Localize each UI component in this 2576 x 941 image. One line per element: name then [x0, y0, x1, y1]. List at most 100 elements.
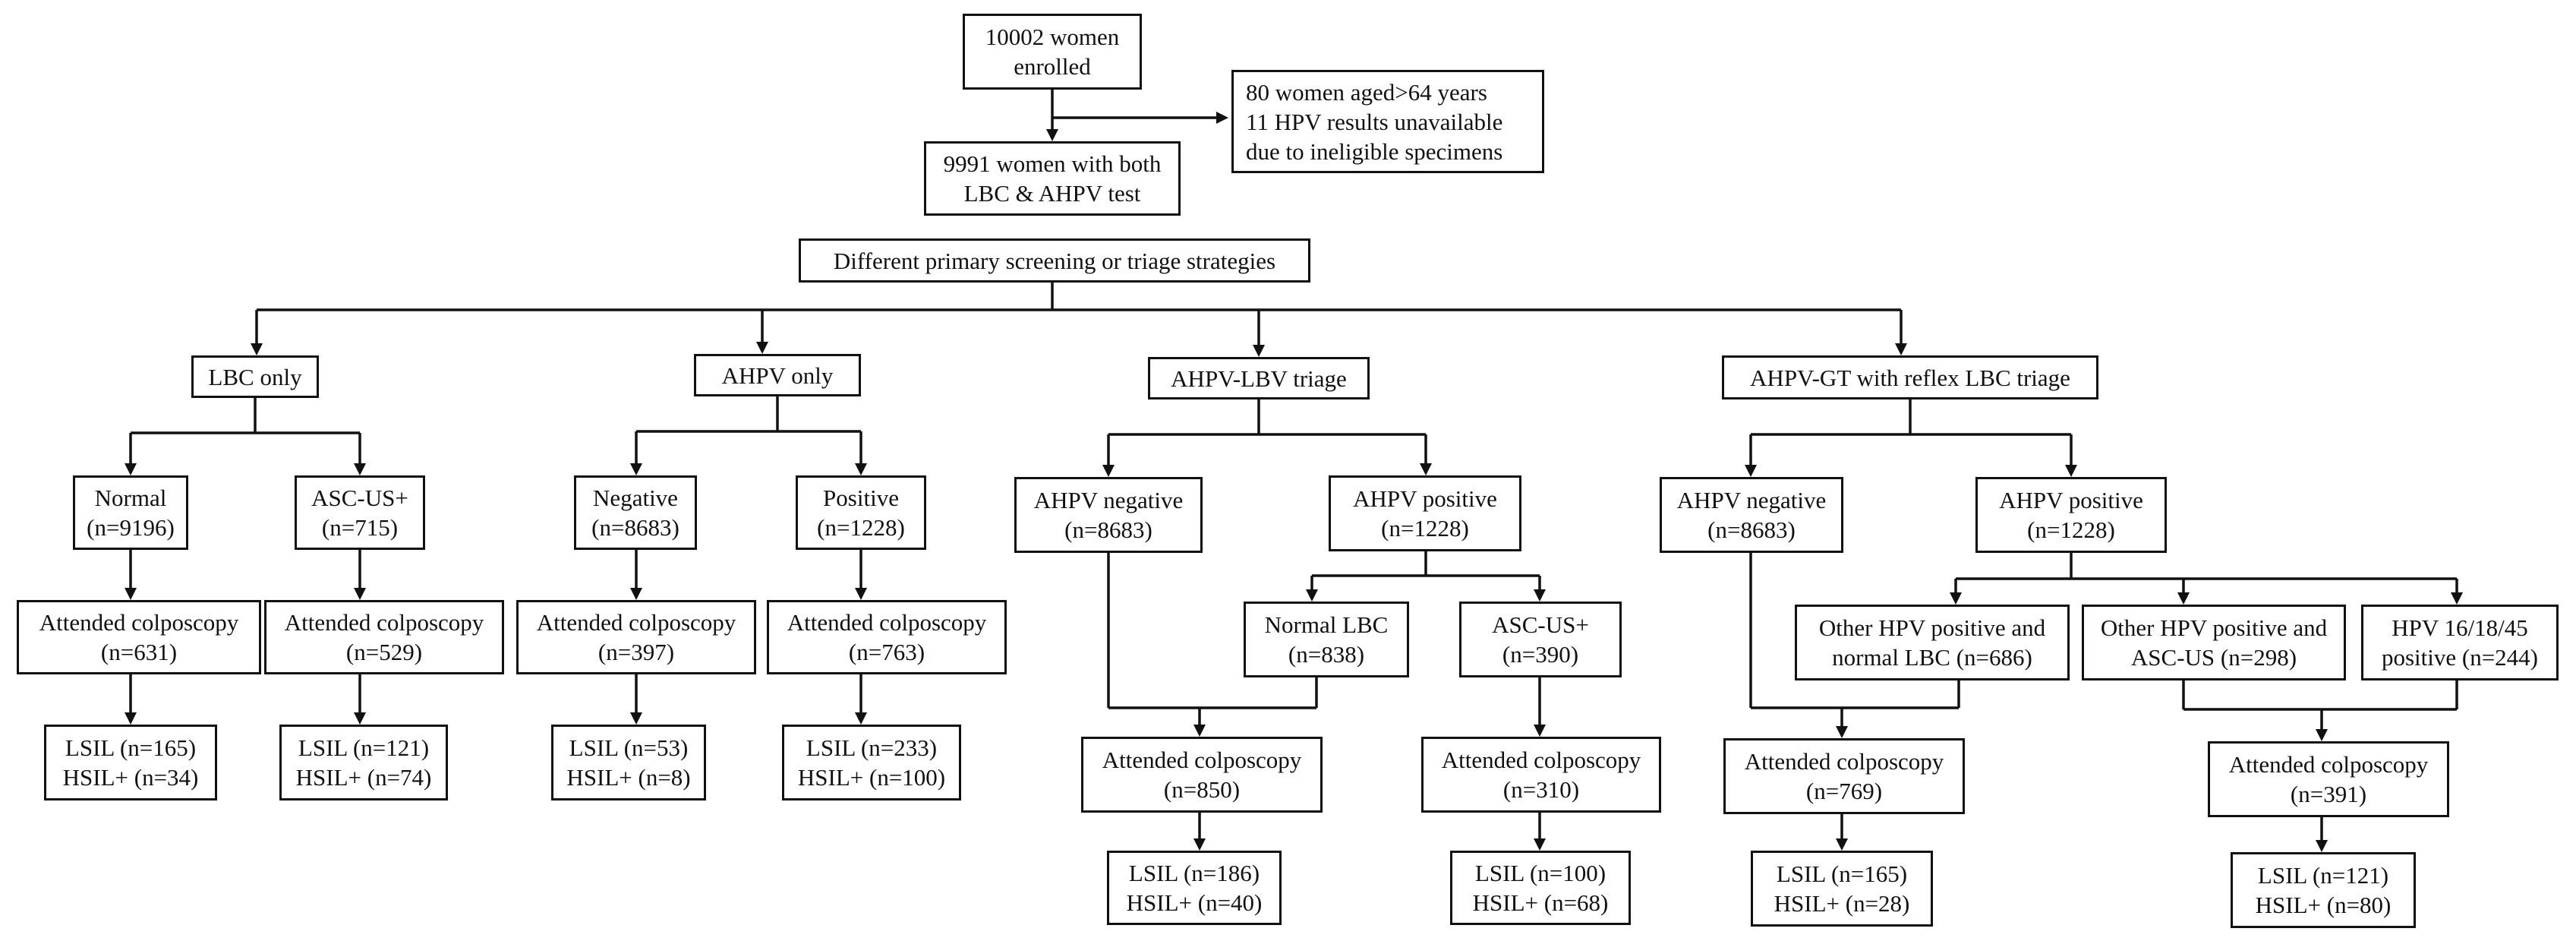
- arrowhead-icon: [1534, 589, 1546, 602]
- lbc-normal-result-line-1: LSIL (n=165): [65, 734, 197, 761]
- arrowhead-icon: [855, 712, 867, 725]
- both-tests-box: 9991 women with both LBC & AHPV test: [924, 141, 1181, 216]
- gt-ahpv-negative-box: AHPV negative (n=8683): [1660, 477, 1843, 553]
- ahpv-negative-result-line-2: HSIL+ (n=8): [566, 764, 691, 791]
- ahpv-positive-result-line-2: HSIL+ (n=100): [797, 764, 946, 791]
- ahpv-negative-colposcopy-line-1: Attended colposcopy: [536, 609, 736, 636]
- lbc-normal-result-line-2: HSIL+ (n=34): [62, 764, 199, 791]
- gt-other-hpv-normal-line-2: normal LBC (n=686): [1832, 644, 2032, 671]
- gt-result-a-line-1: LSIL (n=165): [1776, 860, 1908, 887]
- arrowhead-icon: [1745, 465, 1757, 477]
- arrowhead-icon: [2177, 592, 2190, 605]
- lbv-ahpv-negative-line-2: (n=8683): [1064, 516, 1152, 543]
- lbv-colposcopy-b-line-1: Attended colposcopy: [1441, 747, 1641, 773]
- lbc-normal-result-box: LSIL (n=165) HSIL+ (n=34): [44, 725, 217, 800]
- enrolled-box: 10002 women enrolled: [963, 14, 1142, 90]
- gt-ahpv-negative-line-2: (n=8683): [1707, 516, 1796, 543]
- arrowhead-icon: [354, 588, 366, 600]
- arrowhead-icon: [2316, 840, 2328, 852]
- gt-colposcopy-b-box: Attended colposcopy (n=391): [2208, 741, 2449, 817]
- ahpv-negative-result-box: LSIL (n=53) HSIL+ (n=8): [551, 725, 706, 800]
- ahpv-lbv-triage-label: AHPV-LBV triage: [1171, 365, 1347, 392]
- lbv-colposcopy-a-line-2: (n=850): [1163, 776, 1241, 803]
- lbv-result-b-box: LSIL (n=100) HSIL+ (n=68): [1450, 851, 1631, 925]
- lbv-ahpv-positive-line-1: AHPV positive: [1353, 485, 1497, 512]
- lbv-result-b-line-1: LSIL (n=100): [1474, 860, 1606, 886]
- lbc-ascus-result-box: LSIL (n=121) HSIL+ (n=74): [279, 725, 448, 800]
- gt-colposcopy-b-line-1: Attended colposcopy: [2228, 751, 2429, 778]
- gt-result-a-line-2: HSIL+ (n=28): [1774, 890, 1910, 917]
- enrolled-line-2: enrolled: [1014, 53, 1091, 80]
- arrowhead-icon: [2451, 592, 2463, 605]
- ahpv-only-box: AHPV only: [694, 354, 861, 396]
- gt-result-a-box: LSIL (n=165) HSIL+ (n=28): [1751, 851, 1933, 927]
- lbv-result-a-box: LSIL (n=186) HSIL+ (n=40): [1107, 851, 1282, 925]
- excluded-box: 80 women aged>64 years 11 HPV results un…: [1231, 70, 1544, 173]
- lbv-ascus-line-2: (n=390): [1502, 641, 1579, 668]
- arrowhead-icon: [1216, 112, 1228, 124]
- enrolled-line-1: 10002 women: [985, 24, 1120, 50]
- ahpv-negative-line-1: Negative: [593, 485, 678, 511]
- lbc-only-box: LBC only: [191, 355, 319, 398]
- gt-ahpv-positive-box: AHPV positive (n=1228): [1975, 477, 2167, 553]
- arrowhead-icon: [1534, 838, 1546, 851]
- lbv-normal-lbc-box: Normal LBC (n=838): [1244, 602, 1409, 677]
- lbv-normal-lbc-line-1: Normal LBC: [1264, 611, 1389, 638]
- lbv-ahpv-negative-box: AHPV negative (n=8683): [1014, 477, 1203, 553]
- strategies-box: Different primary screening or triage st…: [799, 238, 1310, 283]
- gt-colposcopy-a-box: Attended colposcopy (n=769): [1723, 738, 1965, 814]
- gt-hpv161845-box: HPV 16/18/45 positive (n=244): [2361, 605, 2559, 680]
- lbc-ascus-result-line-2: HSIL+ (n=74): [295, 764, 432, 791]
- both-tests-line-2: LBC & AHPV test: [963, 180, 1141, 207]
- lbv-result-a-line-2: HSIL+ (n=40): [1126, 889, 1263, 916]
- ahpv-gt-triage-label: AHPV-GT with reflex LBC triage: [1750, 364, 2070, 391]
- strategies-label: Different primary screening or triage st…: [833, 247, 1276, 274]
- lbv-ahpv-negative-line-1: AHPV negative: [1033, 487, 1184, 513]
- ahpv-positive-result-box: LSIL (n=233) HSIL+ (n=100): [782, 725, 961, 800]
- arrowhead-icon: [630, 463, 642, 475]
- ahpv-negative-colposcopy-line-2: (n=397): [597, 639, 675, 665]
- lbc-only-label: LBC only: [208, 363, 302, 390]
- arrowhead-icon: [1102, 465, 1115, 477]
- lbc-normal-colposcopy-line-1: Attended colposcopy: [39, 609, 239, 636]
- lbc-ascus-line-2: (n=715): [321, 514, 399, 541]
- arrowhead-icon: [354, 712, 366, 725]
- ahpv-negative-box: Negative (n=8683): [574, 475, 697, 550]
- arrowhead-icon: [756, 342, 768, 354]
- arrowhead-icon: [354, 463, 366, 475]
- gt-ahpv-negative-line-1: AHPV negative: [1676, 487, 1827, 513]
- arrowhead-icon: [125, 712, 137, 725]
- arrowhead-icon: [2065, 465, 2077, 477]
- ahpv-lbv-triage-box: AHPV-LBV triage: [1148, 357, 1370, 399]
- lbc-normal-box: Normal (n=9196): [73, 475, 188, 550]
- arrowhead-icon: [1836, 726, 1848, 738]
- lbc-normal-colposcopy-box: Attended colposcopy (n=631): [17, 600, 261, 674]
- gt-result-b-line-2: HSIL+ (n=80): [2255, 892, 2392, 918]
- ahpv-gt-triage-box: AHPV-GT with reflex LBC triage: [1722, 355, 2098, 399]
- arrowhead-icon: [1534, 725, 1546, 737]
- lbc-ascus-colposcopy-box: Attended colposcopy (n=529): [264, 600, 504, 674]
- arrowhead-icon: [1046, 129, 1058, 141]
- gt-result-b-line-1: LSIL (n=121): [2257, 862, 2389, 889]
- ahpv-positive-colposcopy-line-1: Attended colposcopy: [787, 609, 987, 636]
- ahpv-positive-line-2: (n=1228): [817, 514, 905, 541]
- gt-other-hpv-ascus-line-2: ASC-US (n=298): [2130, 644, 2297, 671]
- ahpv-negative-line-2: (n=8683): [591, 514, 679, 541]
- gt-colposcopy-a-line-2: (n=769): [1805, 778, 1883, 804]
- gt-colposcopy-a-line-1: Attended colposcopy: [1744, 748, 1944, 775]
- gt-other-hpv-ascus-box: Other HPV positive and ASC-US (n=298): [2082, 605, 2346, 680]
- arrowhead-icon: [630, 588, 642, 600]
- lbv-colposcopy-a-box: Attended colposcopy (n=850): [1081, 737, 1323, 813]
- lbv-normal-lbc-line-2: (n=838): [1288, 641, 1365, 668]
- lbv-colposcopy-a-line-1: Attended colposcopy: [1102, 747, 1302, 773]
- lbv-colposcopy-b-box: Attended colposcopy (n=310): [1421, 737, 1661, 813]
- arrowhead-icon: [125, 463, 137, 475]
- gt-hpv161845-line-1: HPV 16/18/45: [2392, 614, 2528, 641]
- ahpv-positive-result-line-1: LSIL (n=233): [806, 734, 938, 761]
- ahpv-positive-line-1: Positive: [823, 485, 899, 511]
- ahpv-only-label: AHPV only: [721, 362, 834, 389]
- excluded-line-2: 11 HPV results unavailable: [1246, 108, 1503, 135]
- lbc-normal-line-1: Normal: [94, 485, 167, 511]
